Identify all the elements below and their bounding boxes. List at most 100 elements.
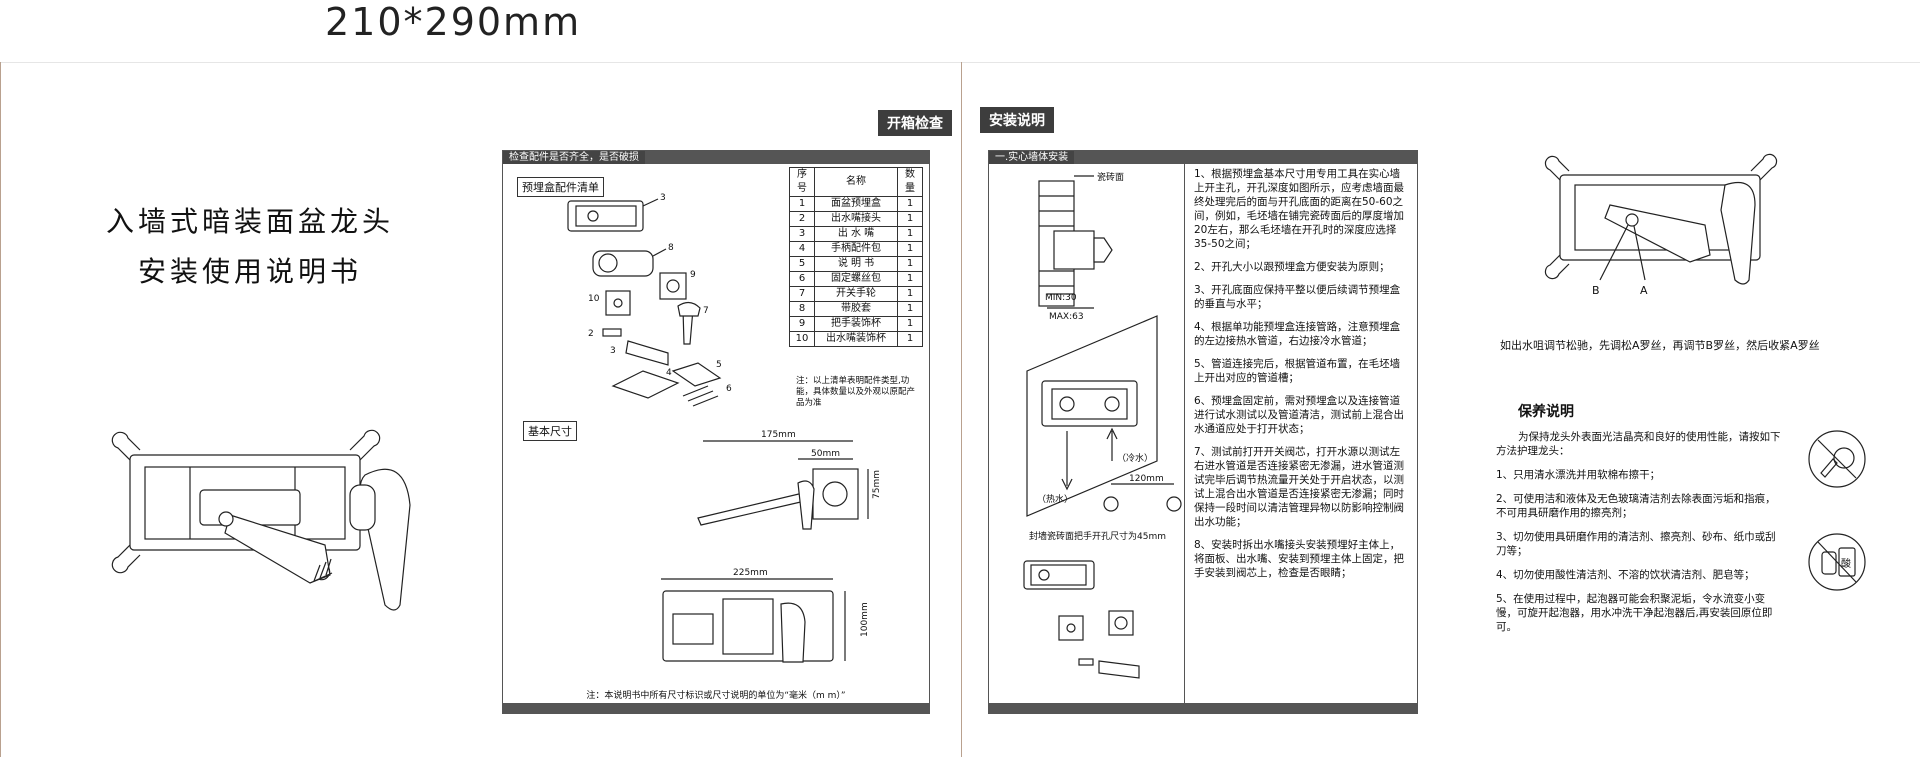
wall-section-drawing: 瓷砖面 MIN:30 MAX:63 (1038, 171, 1124, 322)
callout-10: 10 (588, 294, 600, 304)
part-qty: 1 (897, 256, 923, 272)
parts-table-note: 注：以上清单表明配件类型,功能，具体数量以及外观以原配产品为准 (796, 376, 916, 408)
part-qty: 1 (897, 226, 923, 242)
callout-1: 3 (660, 193, 666, 203)
unboxing-tag: 开箱检查 (878, 110, 952, 136)
install-step-6: 6、预埋盒固定前，需对预埋盒以及连接管道进行试水测试以及管道清洁，测试前上混合出… (1194, 395, 1404, 435)
front-dimension-drawing: 225mm 100mm (661, 568, 870, 663)
part-qty: 1 (897, 316, 923, 332)
col-header-no: 序号 (789, 167, 815, 197)
part-no: 8 (789, 301, 815, 317)
unboxing-panel-header: 检查配件是否齐全，是否破损 (503, 151, 929, 164)
side-dimension-drawing: 175mm 50mm 75mm (697, 430, 882, 530)
install-steps: 1、根据预埋盒基本尺寸用专用工具在实心墙上开主孔，开孔深度如图所示，应考虑墙面最… (1194, 167, 1409, 589)
wall-surface-label: 瓷砖面 (1097, 171, 1124, 183)
install-step-8: 8、安装时拆出水嘴接头安装预埋好主体上，将面板、出水嘴、安装到预埋主体上固定，把… (1194, 539, 1404, 579)
part-name: 出 水 嘴 (814, 226, 898, 242)
part-no: 7 (789, 286, 815, 302)
header-divider (0, 62, 1920, 63)
dim-50: 50mm (811, 449, 840, 459)
part-qty: 1 (897, 271, 923, 287)
part-name: 说 明 书 (814, 256, 898, 272)
part-no: 1 (789, 196, 815, 212)
part-qty: 1 (897, 286, 923, 302)
install-panel: 一.实心墙体安装 瓷砖面 MIN:30 MAX:63 （热水） （冷水） 1 (988, 150, 1418, 714)
cold-water-label: （冷水） (1117, 452, 1153, 464)
hot-water-label: （热水） (1037, 493, 1073, 505)
col-header-qty: 数量 (897, 167, 923, 197)
part-name: 出水嘴接头 (814, 211, 898, 227)
acid-icon-label: 酸 (1841, 557, 1851, 570)
parts-list-label: 预埋盒配件清单 (517, 177, 604, 197)
screw-a-label: A (1640, 284, 1648, 297)
part-no: 5 (789, 256, 815, 272)
callout-8: 8 (668, 243, 674, 253)
callout-9: 9 (690, 270, 696, 280)
part-name: 手柄配件包 (814, 241, 898, 257)
install-step-4: 4、根据单功能预埋盒连接管路，注意预埋盒的左边接热水管道，右边接冷水管道； (1194, 321, 1401, 347)
callout-2: 2 (588, 329, 594, 339)
install-step-7: 7、测试前打开开关阀芯，打开水源以测试左右进水管道是否连接紧密无渗漏，进水管道测… (1194, 446, 1404, 528)
dimensions-label: 基本尺寸 (523, 421, 577, 441)
part-qty: 1 (897, 301, 923, 317)
unboxing-panel-footer (503, 703, 929, 713)
hole-size-note: 封墙瓷砖面把手开孔尺寸为45mm (1029, 532, 1166, 542)
cover-title-line1: 入墙式暗装面盆龙头 (105, 205, 394, 238)
pipe-connection-drawing: （热水） （冷水） (1026, 315, 1158, 517)
part-no: 9 (789, 316, 815, 332)
install-column-divider (1184, 164, 1185, 704)
install-panel-header: 一.实心墙体安装 (989, 151, 1417, 164)
cover-title-line2: 安装使用说明书 (137, 255, 362, 288)
page-size-label: 210*290mm (325, 0, 582, 44)
callout-7: 7 (703, 306, 709, 316)
cover-faucet-illustration (111, 429, 411, 611)
care-title: 保养说明 (1518, 404, 1574, 420)
screw-b-label: B (1592, 284, 1600, 297)
callout-6: 6 (726, 384, 732, 394)
dim-175: 175mm (761, 430, 796, 440)
part-qty: 1 (897, 211, 923, 227)
part-name: 带胶套 (814, 301, 898, 317)
part-no: 10 (789, 331, 815, 347)
spout-adjust-note: 如出水咀调节松驰，先调松A罗丝，再调节B罗丝，然后收紧A罗丝 (1500, 339, 1820, 352)
parts-table-header: 序号 名称 数量 (789, 167, 923, 197)
install-step-3: 3、开孔底面应保持平整以便后续调节预埋盒的垂直与水平； (1194, 284, 1401, 310)
install-panel-title: 一.实心墙体安装 (989, 151, 1075, 164)
part-qty: 1 (897, 196, 923, 212)
install-panel-footer (989, 703, 1417, 713)
install-step-2: 2、开孔大小以跟预埋盒方便安装为原则； (1194, 261, 1390, 273)
install-step-1: 1、根据预埋盒基本尺寸用专用工具在实心墙上开主孔，开孔深度如图所示，应考虑墙面最… (1194, 168, 1404, 250)
part-name: 固定螺丝包 (814, 271, 898, 287)
final-assembly-drawing (1023, 560, 1140, 679)
exploded-parts-drawing: 3 8 9 10 7 2 3 4 5 6 (567, 193, 732, 407)
part-name: 面盆预埋盒 (814, 196, 898, 212)
dim-75: 75mm (872, 470, 882, 499)
care-item-1: 1、只用清水漂洗并用软棉布擦干； (1496, 469, 1661, 481)
install-tag: 安装说明 (980, 107, 1054, 133)
part-name: 开关手轮 (814, 286, 898, 302)
callout-5: 5 (716, 360, 722, 370)
unboxing-panel: 检查配件是否齐全，是否破损 预埋盒配件清单 3 8 9 10 7 2 3 4 5… (502, 150, 930, 714)
care-item-3: 3、切勿使用具研磨作用的清洁剂、擦亮剂、砂布、纸巾或刮刀等； (1496, 531, 1776, 557)
callout-4: 4 (666, 368, 672, 378)
fold-line (961, 62, 962, 757)
left-edge-line (0, 62, 1, 757)
callout-3: 3 (610, 346, 616, 356)
dim-225: 225mm (733, 568, 768, 578)
col-header-name: 名称 (814, 167, 898, 197)
care-instructions: 为保持龙头外表面光洁晶亮和良好的使用性能，请按如下方法护理龙头： 1、只用清水漂… (1496, 430, 1782, 644)
part-no: 2 (789, 211, 815, 227)
units-footer-note: 注：本说明书中所有尺寸标识或尺寸说明的单位为“毫米（m m）” (586, 691, 846, 701)
part-no: 6 (789, 271, 815, 287)
part-no: 4 (789, 241, 815, 257)
hole-spacing-drawing: 120mm (1103, 474, 1182, 512)
spout-adjust-illustration: B A (1544, 153, 1778, 297)
